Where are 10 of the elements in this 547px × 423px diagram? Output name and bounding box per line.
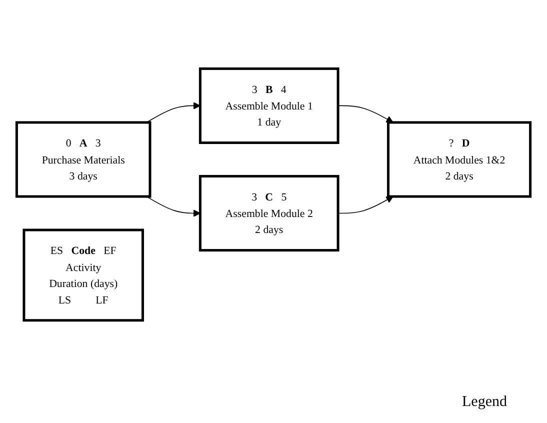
arrow (146, 196, 201, 218)
legend-caption: Legend (462, 394, 507, 411)
arrow (146, 102, 201, 124)
node-box: 0 A 3 Purchase Materials 3 days (15, 122, 152, 198)
arrow (338, 196, 394, 214)
node-box: ? D Attach Modules 1&2 2 days (386, 122, 532, 198)
node-box: 3 B 4 Assemble Module 1 1 day (198, 68, 340, 144)
arrow (338, 106, 394, 124)
node-box: ES Code EF Activity Duration (days) LS LF (22, 229, 144, 322)
node-box: 3 C 5 Assemble Module 2 2 days (198, 175, 340, 252)
